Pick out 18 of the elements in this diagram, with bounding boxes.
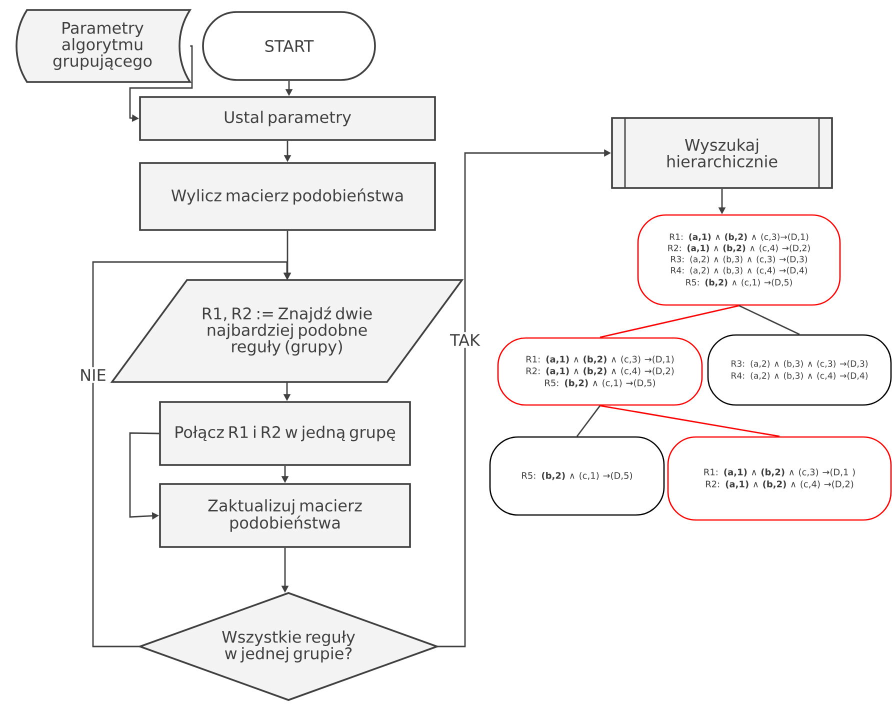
process-box: Ustal parametry: [139, 96, 436, 141]
rule-set-box: R1: (a,1) ∧ (b,2) ∧ (c,3) →(D,1 ) R2: (a,1) ∧ (b,2) ∧ (c,4) →(D,2): [667, 436, 892, 521]
rule-set-box: R5: (b,2) ∧ (c,1) →(D,5): [489, 436, 665, 516]
process-box: Połącz R1 i R2 w jedną grupę: [159, 401, 411, 466]
connector-arrow: [92, 261, 291, 648]
connector-line: [738, 305, 800, 335]
process-box: Wylicz macierz podobieństwa: [139, 162, 436, 231]
rule-set-box: R3: (a,2) ∧ (b,3) ∧ (c,3) →(D,3) R4: (a,2) ∧ (b,3) ∧ (c,4) →(D,4): [707, 334, 892, 406]
rule-set-box: R1: (a,1) ∧ (b,2) ∧ (c,3) →(D,1) R2: (a,1) ∧ (b,2) ∧ (c,4) →(D,2) R5: (b,2) ∧ (c,1) →(D,5): [497, 337, 703, 406]
connector-line: [600, 404, 780, 438]
terminator: START: [202, 11, 376, 81]
connector-line: [576, 405, 601, 437]
predefined-process-box: Wyszukaj hierarchicznie: [611, 117, 833, 189]
edge-label: TAK: [448, 332, 482, 348]
edge-label: NIE: [78, 367, 108, 383]
connector-line: [600, 304, 740, 338]
process-box: Zaktualizuj macierz podobieństwa: [159, 483, 411, 548]
rule-set-box: R1: (a,1) ∧ (b,2) ∧ (c,3)→(D,1) R2: (a,1) ∧ (b,2) ∧ (c,4) →(D,2) R3: (a,2) ∧ (b,3) ∧ (c,3) →(D,3) R4: (a,2) ∧ (b,3) ∧ (c,4) →(D,4) R5: (b,2) ∧ (c,1) →(D,5): [637, 214, 841, 306]
